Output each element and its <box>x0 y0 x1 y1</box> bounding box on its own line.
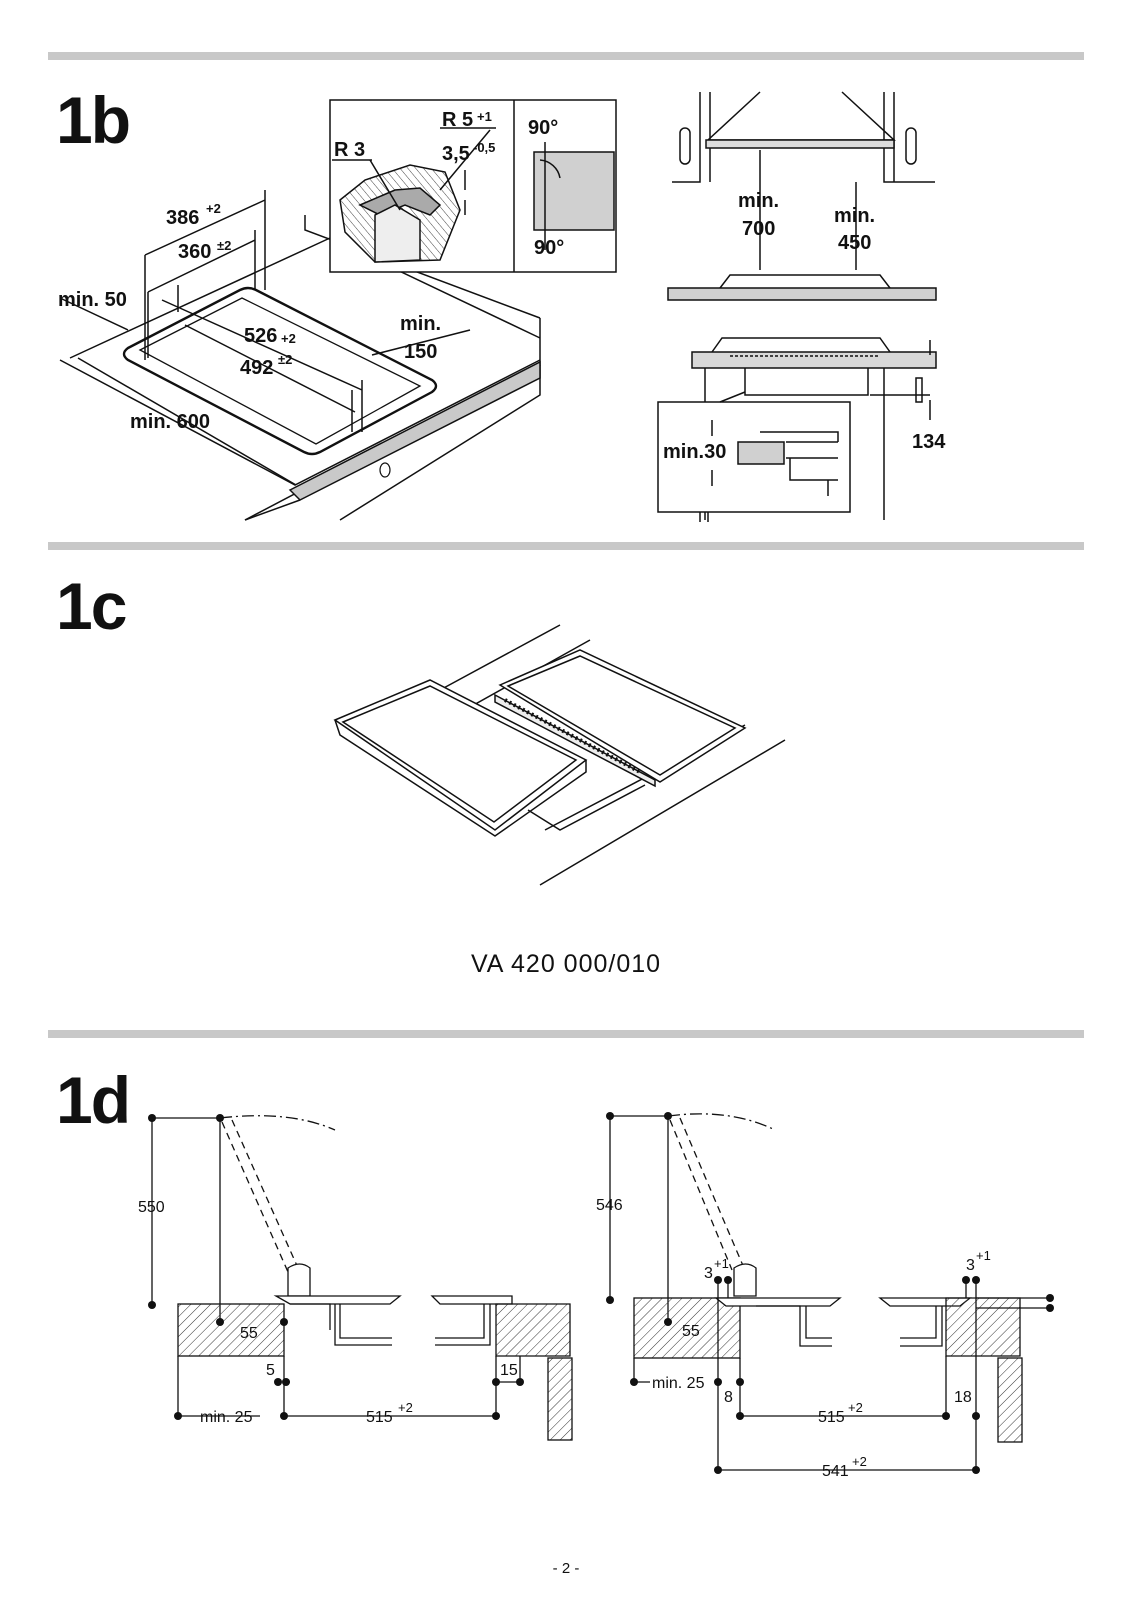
section-dots-right <box>606 1112 1054 1474</box>
section-rule-top <box>48 52 1084 60</box>
page-number: - 2 - <box>552 1560 580 1577</box>
radius-r5-tolerance: +1 <box>477 109 492 124</box>
angle-top: 90° <box>528 117 558 139</box>
fig1d-right-labels: 546 3 +1 3 +1 55 min. 25 8 515 +2 18 541… <box>596 1197 991 1480</box>
section-label-1d: 1d <box>56 1063 131 1137</box>
dim-18: 18 <box>954 1389 972 1406</box>
dim-386: 386 <box>166 207 199 229</box>
radius-r3: R 3 <box>334 139 365 161</box>
edge-radius-detail <box>329 99 617 273</box>
section-label-1c: 1c <box>56 569 127 643</box>
radius-r5: R 5 <box>442 109 473 131</box>
height-546: 546 <box>596 1197 623 1214</box>
section-drawing-left <box>151 1115 573 1441</box>
dim-5: 5 <box>266 1362 275 1379</box>
height-550: 550 <box>138 1199 165 1216</box>
dim-360: 360 <box>178 241 211 263</box>
dim-3-left-joint: 3 <box>704 1265 713 1282</box>
angle-bottom: 90° <box>534 237 564 259</box>
dim-min25-left: min. 25 <box>200 1409 253 1426</box>
dim-526: 526 <box>244 325 277 347</box>
section-drawing-right <box>609 1113 1050 1471</box>
dim-541-tolerance: +2 <box>852 1454 867 1469</box>
dim-3-5-tolerance: -0,5 <box>473 140 495 155</box>
hood-min-label-1: min. <box>738 190 779 212</box>
dim-526-tolerance: +2 <box>281 331 296 346</box>
hood-min-450: 450 <box>838 232 871 254</box>
dim-min25-right: min. 25 <box>652 1375 705 1392</box>
dim-min600: min. 600 <box>130 411 210 433</box>
hood-min-700: 700 <box>742 218 775 240</box>
dim-492: 492 <box>240 357 273 379</box>
dim-15: 15 <box>500 1362 518 1379</box>
dim-3-right-joint-tolerance: +1 <box>976 1248 991 1263</box>
dim-min150-value: 150 <box>404 341 437 363</box>
dim-min150-label: min. <box>400 313 441 335</box>
dim-3-right-joint: 3 <box>966 1257 975 1274</box>
dim-515-left: 515 <box>366 1409 393 1426</box>
dim-8: 8 <box>724 1389 733 1406</box>
hood-clearance-drawing <box>667 91 937 301</box>
dim-3-5: 3,5 <box>442 143 470 165</box>
dim-min50: min. 50 <box>58 289 127 311</box>
dim-515-left-tolerance: +2 <box>398 1400 413 1415</box>
fig1d-left-labels: 550 55 5 15 min. 25 515 +2 <box>138 1199 518 1426</box>
hood-min-label-2: min. <box>834 205 875 227</box>
hob-section-drawing <box>657 337 937 522</box>
connecting-strip-drawing <box>333 624 786 886</box>
dim-492-tolerance: ±2 <box>278 352 292 367</box>
section-dots-left <box>148 1114 524 1420</box>
dim-134: 134 <box>912 431 946 453</box>
section-label-1b: 1b <box>56 83 131 157</box>
fig1b-labels: 386 +2 360 ±2 min. 50 526 +2 492 ±2 min.… <box>58 109 946 463</box>
dim-386-tolerance: +2 <box>206 201 221 216</box>
dim-515-right-tolerance: +2 <box>848 1400 863 1415</box>
dim-3-left-joint-tolerance: +1 <box>714 1256 729 1271</box>
dim-541: 541 <box>822 1463 849 1480</box>
section-rule-middle <box>48 542 1084 550</box>
dim-515-right: 515 <box>818 1409 845 1426</box>
dim-55-left: 55 <box>240 1325 258 1342</box>
section-rule-bottom <box>48 1030 1084 1038</box>
dim-55-right: 55 <box>682 1323 700 1340</box>
dim-min30: min.30 <box>663 441 726 463</box>
model-number: VA 420 000/010 <box>470 950 662 978</box>
dim-360-tolerance: ±2 <box>217 238 231 253</box>
